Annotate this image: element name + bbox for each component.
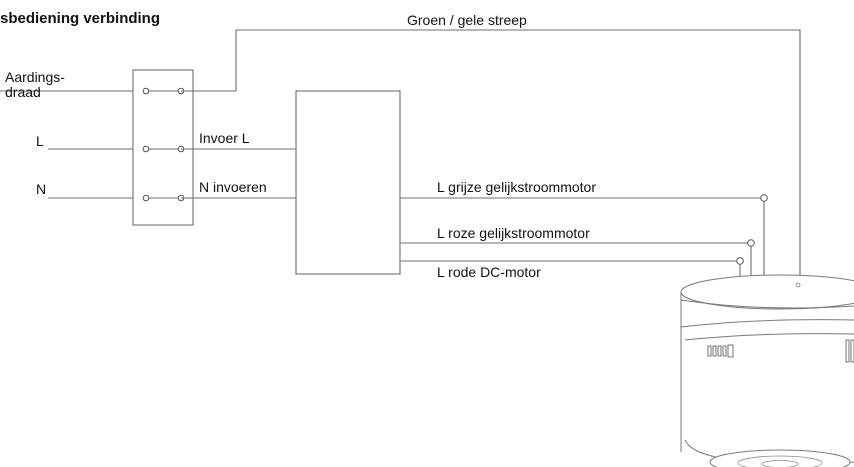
input-n-label: N invoeren	[199, 179, 267, 195]
red-motor-label: L rode DC-motor	[437, 264, 541, 280]
n-label: N	[36, 181, 46, 197]
earth-wire-label-1: Aardings-	[5, 69, 65, 85]
dc-motor-drawing	[680, 274, 854, 467]
l-terminal-in	[142, 145, 150, 153]
grey-wire-junction	[760, 194, 768, 202]
earth-wire	[181, 29, 801, 276]
diagram-title: sbediening verbinding	[0, 10, 160, 27]
green-yellow-label: Groen / gele streep	[407, 12, 527, 28]
earth-wire-label-2: draad	[5, 84, 41, 100]
n-terminal-in	[142, 194, 150, 202]
red-wire-junction	[736, 257, 744, 265]
earth-terminal-in	[142, 87, 150, 95]
pink-motor-label: L roze gelijkstroommotor	[437, 225, 590, 241]
controller-box	[295, 90, 401, 275]
l-label: L	[36, 133, 44, 149]
grey-motor-label: L grijze gelijkstroommotor	[437, 179, 596, 195]
terminal-block	[132, 69, 194, 226]
pink-wire-junction	[747, 239, 755, 247]
input-l-label: Invoer L	[199, 130, 250, 146]
